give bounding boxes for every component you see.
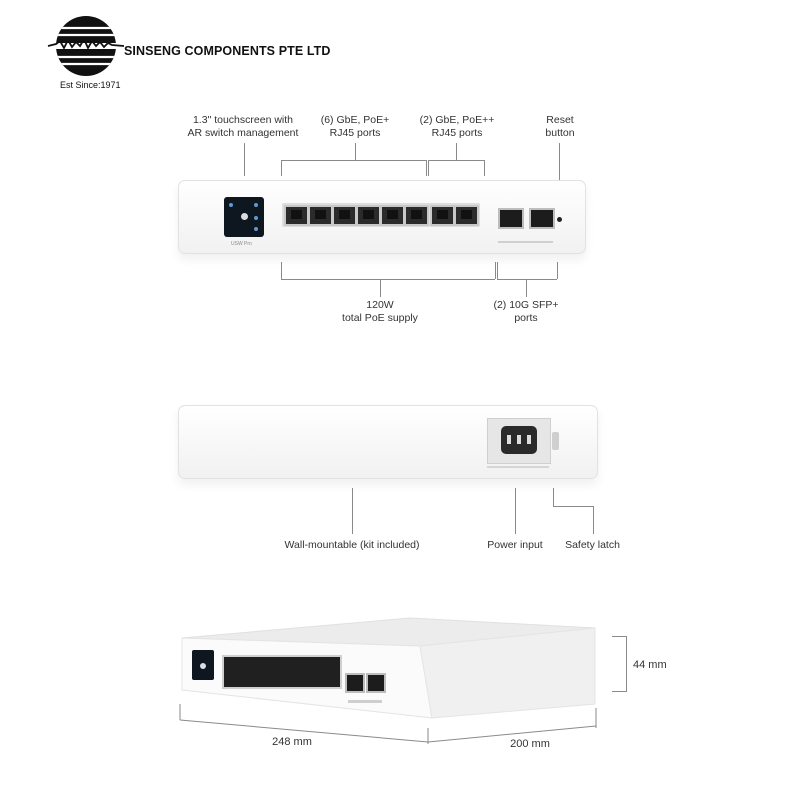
dimension-depth: 200 mm <box>510 738 550 750</box>
company-name: SINSENG COMPONENTS PTE LTD <box>124 44 331 58</box>
dimension-width: 248 mm <box>272 736 312 748</box>
callout-power-input: Power input <box>487 539 543 551</box>
rj45-port-poe-plusplus <box>454 205 479 226</box>
rj45-port <box>284 205 309 226</box>
callout-gbe-poe-plusplus: (2) GbE, PoE++ RJ45 ports <box>419 114 495 139</box>
safety-latch <box>552 432 559 450</box>
company-logo <box>46 16 126 76</box>
rj45-port-group <box>222 655 342 689</box>
callout-touchscreen: 1.3" touchscreen with AR switch manageme… <box>187 114 299 139</box>
callout-gbe-poe-plus: (6) GbE, PoE+ RJ45 ports <box>320 114 390 139</box>
rj45-port <box>404 205 429 226</box>
callout-reset: Reset button <box>545 114 575 139</box>
rj45-port-poe-plusplus <box>430 205 455 226</box>
callout-sfp-ports: (2) 10G SFP+ ports <box>493 299 559 324</box>
rj45-port <box>308 205 333 226</box>
dimension-height: 44 mm <box>633 659 667 671</box>
power-input-socket <box>487 418 551 464</box>
rj45-port <box>356 205 381 226</box>
established-text: Est Since:1971 <box>60 80 121 90</box>
switch-front-view: USW Pro <box>178 180 586 254</box>
dimension-lines <box>179 704 597 744</box>
sfp-port <box>345 673 365 693</box>
callout-poe-supply: 120W total PoE supply <box>342 299 418 324</box>
rj45-port <box>380 205 405 226</box>
model-label: USW Pro <box>231 241 252 247</box>
rj45-port <box>332 205 357 226</box>
touchscreen-icon <box>241 213 248 220</box>
sfp-port <box>529 208 555 229</box>
callout-wall-mount: Wall-mountable (kit included) <box>284 539 420 551</box>
switch-rear-view <box>178 405 598 479</box>
sfp-port <box>366 673 386 693</box>
callout-safety-latch: Safety latch <box>565 539 620 551</box>
sfp-port <box>498 208 524 229</box>
reset-button <box>557 217 562 222</box>
